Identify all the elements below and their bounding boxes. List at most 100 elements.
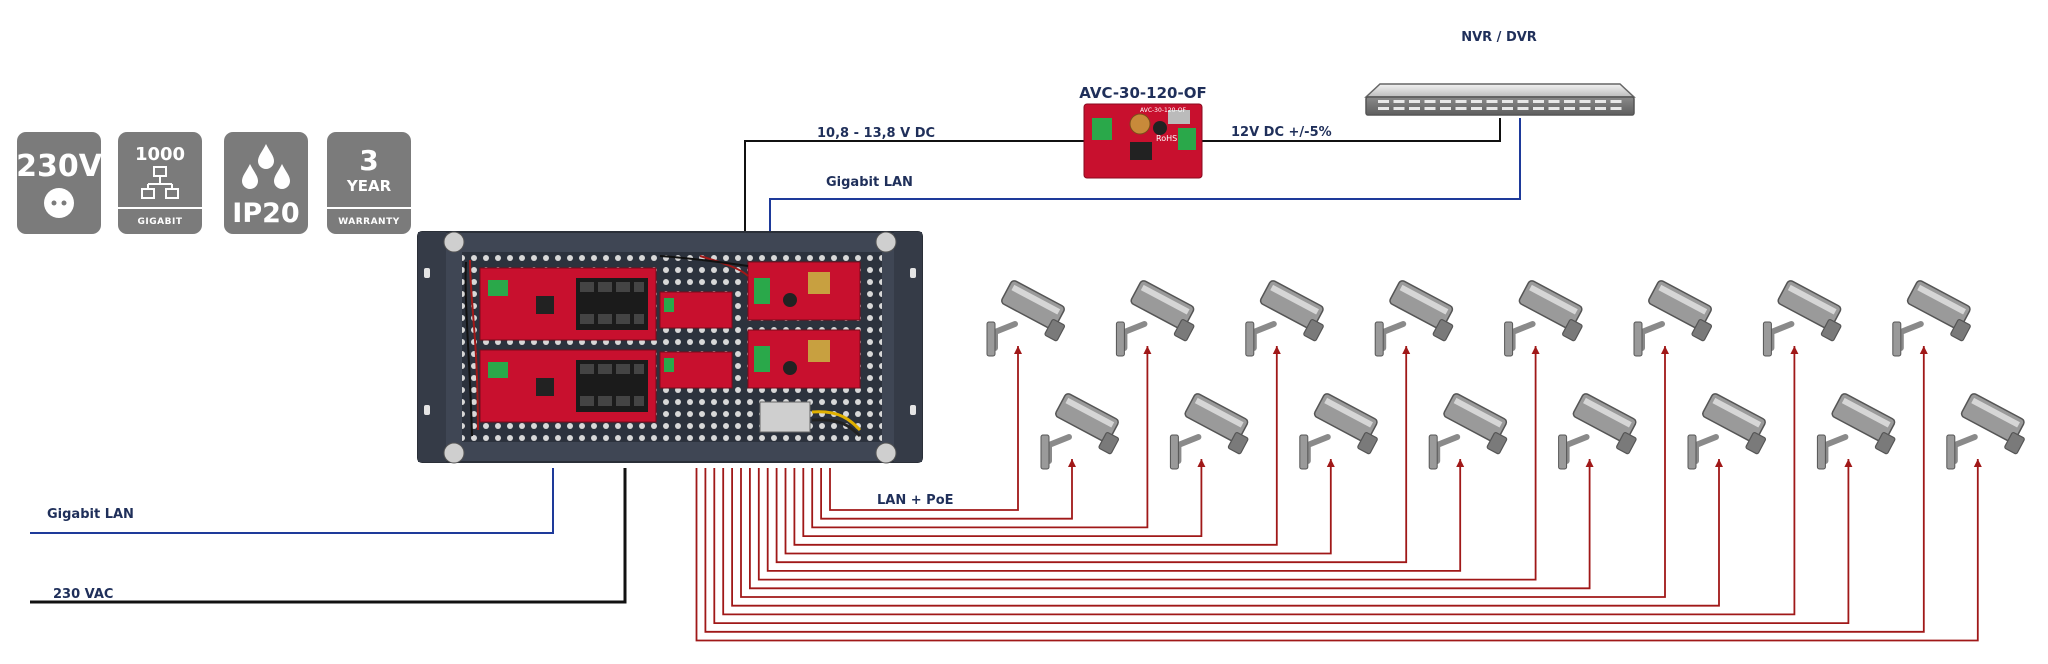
gigabit-lan-top-label: Gigabit LAN (826, 175, 913, 190)
gigabit-lan-uplink-wire (769, 118, 1521, 232)
cable-arrowhead (1973, 459, 1982, 467)
nvr-bay-slot (1471, 100, 1482, 103)
gigabit-lan-left-label: Gigabit LAN (47, 507, 134, 522)
lan-poe-cable (757, 346, 1537, 581)
nvr-bay-slot (1455, 100, 1467, 103)
nvr-bay-slot (1533, 107, 1544, 110)
poe-wires (695, 346, 1982, 642)
cable-arrowhead (1715, 459, 1723, 467)
nvr-bay-slot (1455, 107, 1467, 110)
lan-poe-cable (722, 346, 1796, 616)
nvr-label: NVR / DVR (1461, 30, 1537, 45)
converter-rohs-mark: RoHS (1156, 134, 1177, 143)
cable-arrowhead (1272, 346, 1281, 354)
nvr-bay-slot (1409, 100, 1420, 103)
badge-warranty-caption: WARRANTY (338, 217, 400, 227)
cctv-camera-icon (1893, 279, 1972, 356)
cctv-camera-icon (1375, 279, 1454, 356)
badge-230v: 230V (16, 132, 103, 234)
ac-input-wire (30, 468, 627, 604)
poe-switch-board-bottom (479, 349, 657, 423)
nvr-bay-slot (1471, 107, 1482, 110)
nvr-bay-slot (1564, 107, 1575, 110)
cable-arrowhead (1585, 459, 1594, 467)
lan-poe-cable (793, 346, 1278, 546)
nvr-bay-slot (1409, 107, 1420, 110)
nvr-bay-slot (1486, 107, 1498, 110)
cctv-camera-icon (1041, 392, 1120, 469)
cable-arrowhead (1068, 459, 1076, 467)
lan-poe-label: LAN + PoE (877, 493, 954, 508)
lan-poe-cable (731, 459, 1720, 607)
rack-switch-chassis (417, 231, 923, 464)
nvr-bay-slot (1393, 100, 1405, 103)
cable-arrowhead (1197, 459, 1206, 467)
cctv-camera-icon (1817, 392, 1896, 469)
cctv-camera-icon (1300, 392, 1379, 469)
input-voltage-label: 10,8 - 13,8 V DC (817, 126, 935, 141)
lan-poe-cable (740, 346, 1666, 598)
lan-poe-cable (784, 459, 1332, 555)
nvr-bay-slot (1564, 100, 1575, 103)
nvr-device (1364, 83, 1636, 116)
converter-board-print: AVC-30-120-OF (1140, 107, 1186, 114)
cctv-camera-icon (1763, 279, 1842, 356)
cctv-camera-icon (1116, 279, 1195, 356)
chassis-screws (443, 231, 897, 464)
badge-gigabit: 1000 GIGABIT (118, 132, 202, 234)
network-icon (141, 166, 179, 199)
dc-output-wire (1200, 118, 1501, 142)
cctv-camera-icon (1170, 392, 1249, 469)
nvr-bay-slot (1424, 107, 1436, 110)
cable-arrowhead (1661, 346, 1669, 354)
nvr-bay-slot (1517, 100, 1529, 103)
cctv-camera-icon (1246, 279, 1325, 356)
lan-poe-cable (775, 346, 1408, 564)
lan-poe-cable (704, 346, 1925, 633)
nvr-bay-slot (1440, 100, 1451, 103)
nvr-bay-slot (1502, 107, 1513, 110)
lan-poe-cable (695, 459, 1979, 642)
nvr-bay-slot (1610, 100, 1622, 103)
cable-arrowhead (1402, 346, 1411, 354)
lan-poe-cable (713, 459, 1850, 624)
cameras (987, 279, 2025, 469)
cable-arrowhead (1531, 346, 1540, 354)
cctv-camera-icon (1429, 392, 1508, 469)
nvr-bay-slot (1393, 107, 1405, 110)
cctv-camera-icon (1505, 279, 1584, 356)
cable-arrowhead (1456, 459, 1465, 467)
lan-poe-cable (749, 459, 1591, 590)
nvr-bay-slot (1502, 100, 1513, 103)
nvr-bay-slot (1378, 107, 1389, 110)
cable-arrowhead (1014, 346, 1022, 354)
nvr-bay-slot (1548, 100, 1560, 103)
badge-230v-label: 230V (16, 149, 103, 184)
cable-arrowhead (1326, 459, 1335, 467)
terminal-block (759, 401, 862, 438)
cable-arrowhead (1790, 346, 1799, 354)
badge-warranty-years: 3 (359, 144, 378, 177)
nvr-bay-slot (1595, 100, 1606, 103)
lan-poe-cable (802, 459, 1203, 537)
dc-input-wire (744, 140, 1085, 232)
badge-warranty-unit: YEAR (346, 177, 392, 195)
lan-poe-cable (766, 459, 1462, 572)
cctv-camera-icon (1947, 392, 2026, 469)
badge-ip20: IP20 (224, 132, 308, 234)
lan-poe-cable (811, 346, 1149, 529)
poe-switch-board-top (479, 267, 657, 341)
nvr-bay-slot (1517, 107, 1529, 110)
cctv-camera-icon (987, 279, 1066, 356)
cable-arrowhead (1844, 459, 1853, 467)
nvr-bay-slot (1424, 100, 1436, 103)
dc-dc-converter-board: AVC-30-120-OF RoHS (1083, 103, 1203, 179)
lan-poe-cable (820, 459, 1073, 520)
nvr-bay-slot (1533, 100, 1544, 103)
badge-ip20-label: IP20 (232, 198, 299, 229)
gigabit-lan-input-wire (30, 468, 554, 534)
badge-gigabit-caption: GIGABIT (138, 217, 183, 227)
output-voltage-label: 12V DC +/-5% (1231, 125, 1332, 140)
nvr-bay-slot (1610, 107, 1622, 110)
